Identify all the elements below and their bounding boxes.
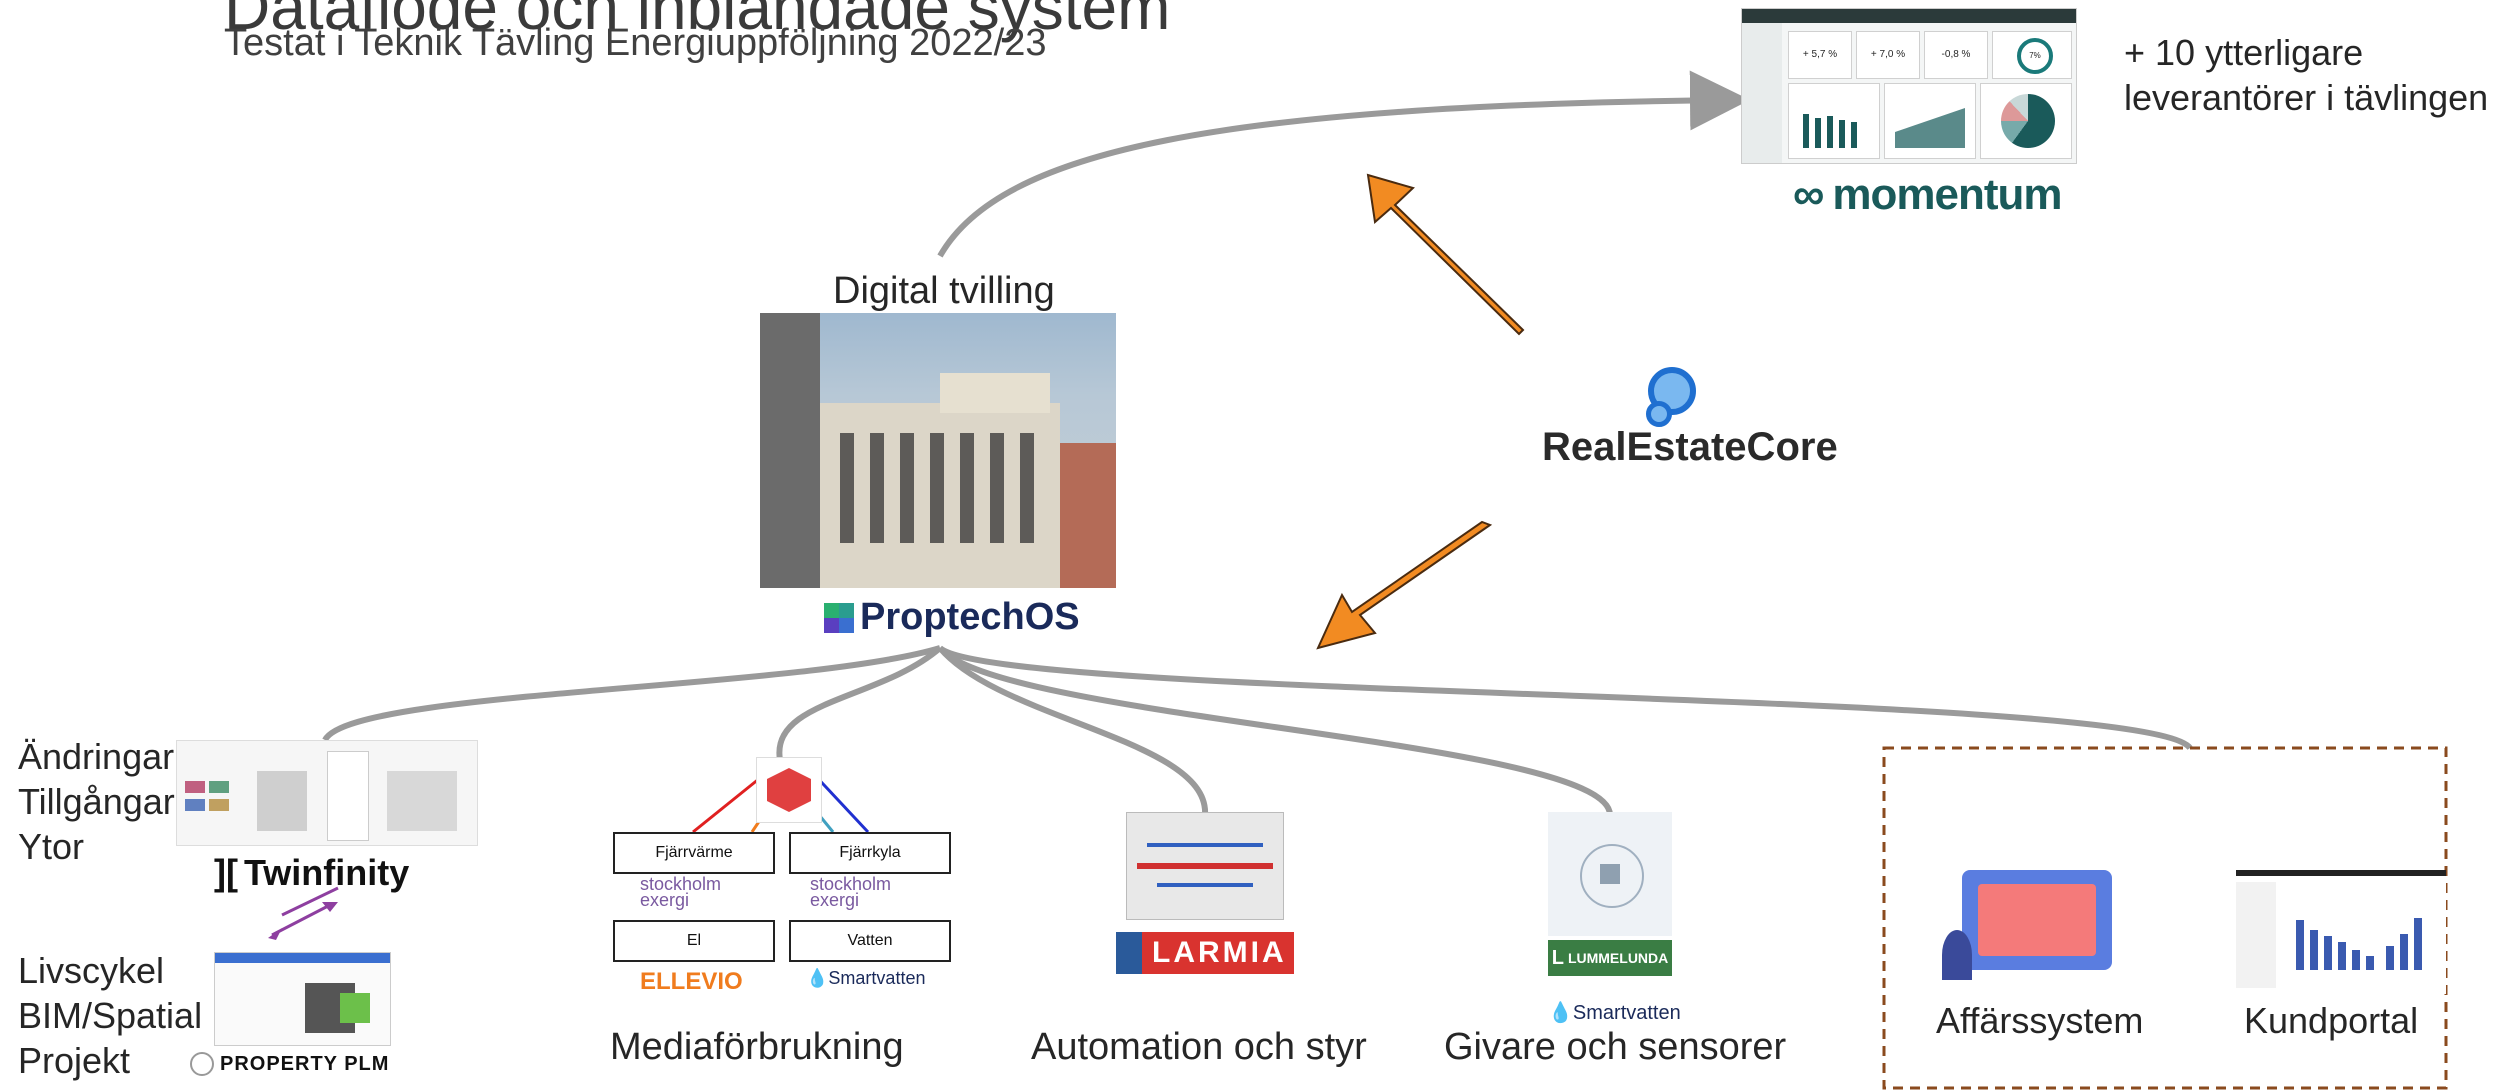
twin-to-momentum-curve (937, 70, 1750, 258)
business-system-illustration (1942, 870, 2126, 982)
larmia-logo: LARMIA (1116, 932, 1294, 974)
momentum-icon: ∞ (1793, 170, 1825, 219)
el-box: El (613, 920, 775, 962)
twinfinity-screenshot (176, 740, 478, 846)
business-curve (938, 645, 2193, 751)
water-drop-icon: 💧 (806, 968, 829, 988)
business-systems-group (1882, 746, 2448, 1090)
kpi-card: -0,8 % (1924, 31, 1988, 79)
momentum-logo: ∞ momentum (1793, 170, 2063, 219)
proptechos-logo: ProptechOS (824, 596, 1080, 639)
plm-icon (190, 1052, 214, 1076)
realestatecore-logo: RealEstateCore (1542, 425, 1838, 469)
kpi-card: + 7,0 % (1856, 31, 1920, 79)
media-hub-icon (756, 757, 822, 823)
twinfinity-capabilities: Ändringar Tillgångar Ytor (18, 736, 175, 867)
digital-twin-building-image (760, 313, 1116, 588)
smartvatten-logo-sensors: 💧Smartvatten (1548, 1002, 1681, 1024)
arrow-rec-to-momentum (1366, 173, 1525, 336)
page-title: Dataflöde och inblandade system (224, 0, 1171, 43)
proptechos-icon (824, 602, 854, 633)
larmia-curve (937, 646, 1209, 816)
lummelunda-logo: L LUMMELUNDA (1548, 940, 1672, 976)
lummelunda-icon: L (1551, 946, 1564, 969)
kpi-card: + 5,7 % (1788, 31, 1852, 79)
bar-chart-thumb (1788, 83, 1880, 159)
ellevio-logo: ELLEVIO (640, 968, 743, 995)
momentum-dashboard-screenshot: + 5,7 % + 7,0 % -0,8 % 7% (1741, 8, 2077, 164)
media-label: Mediaförbrukning (610, 1026, 904, 1068)
twinfinity-curve (322, 645, 941, 742)
kundportal-label: Kundportal (2244, 1000, 2419, 1041)
automation-label: Automation och styr (1031, 1026, 1367, 1068)
sensor-network-image (1548, 812, 1672, 936)
sensors-label: Givare och sensorer (1444, 1026, 1787, 1068)
fjarrvarme-box: Fjärrvärme (613, 832, 775, 874)
plm-screenshot (214, 952, 391, 1046)
digital-twin-label: Digital tvilling (833, 270, 1055, 312)
fjarrkyla-box: Fjärrkyla (789, 832, 951, 874)
kpi-gauge-card: 7% (1992, 31, 2072, 79)
kundportal-screenshot (2236, 870, 2446, 994)
page-subtitle: Testat i Teknik Tävling Energiuppföljnin… (224, 22, 1047, 64)
smartvatten-logo: 💧Smartvatten (806, 968, 926, 988)
realestatecore-icon-small (1646, 401, 1672, 427)
vatten-box: Vatten (789, 920, 951, 962)
larmia-icon (1116, 932, 1142, 974)
water-drop-icon: 💧 (1548, 1002, 1573, 1024)
larmia-screenshot (1126, 812, 1284, 920)
realestatecore-icon (1648, 367, 1696, 415)
arrow-rec-to-proptech (1316, 520, 1493, 650)
twinfinity-logo: ][ Twinfinity (214, 852, 410, 893)
area-chart-thumb (1884, 83, 1976, 159)
pie-chart-thumb (1980, 83, 2072, 159)
property-plm-logo: PROPERTY PLM (190, 1052, 389, 1076)
affarssystem-label: Affärssystem (1936, 1000, 2144, 1041)
sensor-curve (937, 645, 1613, 816)
plm-capabilities: Livscykel BIM/Spatial Projekt (18, 950, 203, 1081)
media-curve (776, 645, 942, 761)
twinfinity-icon: ][ (214, 852, 238, 893)
extra-suppliers-note: + 10 ytterligare leverantörer i tävlinge… (2124, 32, 2489, 118)
